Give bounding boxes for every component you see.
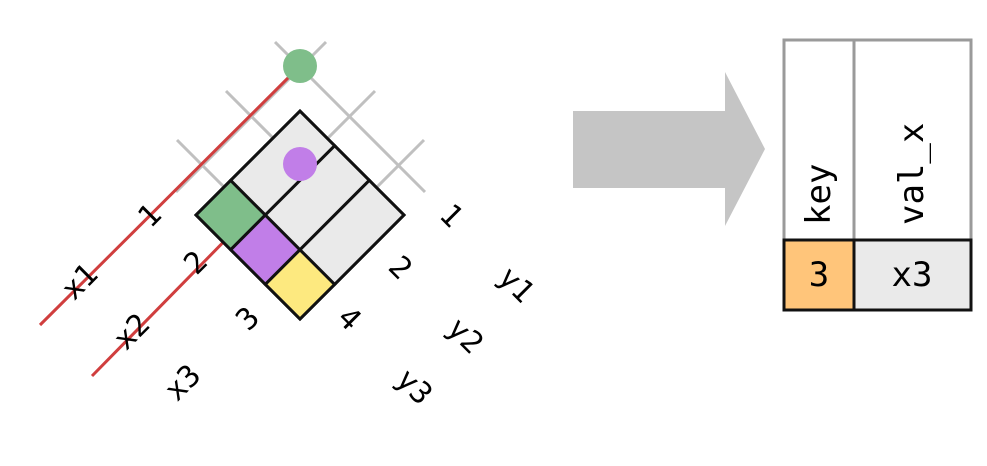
right-value-label-2: y2 (440, 311, 490, 361)
result-header-key: key (799, 164, 839, 225)
match-line-1 (38, 64, 302, 327)
right-value-label-1: y1 (491, 260, 541, 310)
left-key-label-2: 2 (177, 244, 215, 282)
left-value-label-1: x1 (55, 257, 105, 307)
result-value-cell (852, 238, 973, 312)
right-key-label-3: 4 (330, 300, 368, 338)
match-dot-2 (283, 147, 317, 181)
right-value-label-3: y3 (389, 362, 439, 412)
result-key-cell (782, 238, 856, 312)
result-value-label: x3 (892, 255, 933, 295)
result-header-val: val_x (892, 123, 932, 225)
left-value-label-3: x3 (158, 358, 208, 408)
left-value-label-2: x2 (107, 307, 157, 357)
right-table (193, 108, 407, 322)
right-key-label-2: 2 (381, 249, 419, 287)
match-dot-1 (283, 49, 317, 83)
result-header-val-cell (852, 38, 973, 242)
result-table: key val_x 3 x3 (782, 38, 973, 312)
result-key-label: 3 (809, 255, 829, 295)
right-arrow-icon (573, 72, 765, 226)
left-key-label-3: 3 (229, 300, 267, 338)
right-row-3 (263, 178, 407, 322)
right-value-cell-3 (297, 178, 407, 287)
right-key-label-1: 1 (432, 197, 470, 235)
